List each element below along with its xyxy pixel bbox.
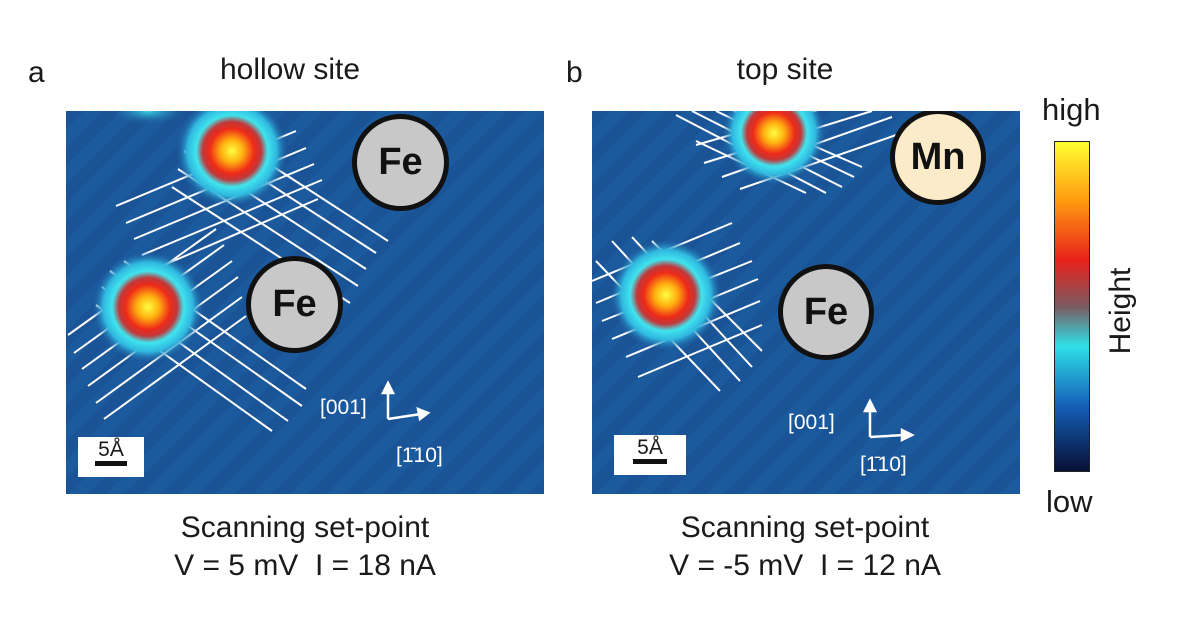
panel-b-caption-line1: Scanning set-point — [680, 511, 930, 544]
colorbar — [1054, 141, 1090, 472]
scale-bar: 5Å — [78, 437, 144, 477]
edge-blob — [108, 111, 188, 125]
scale-bar: 5Å — [614, 435, 686, 475]
panel-a-letter: a — [28, 56, 45, 89]
direction-label-110: [1̄10] — [396, 444, 443, 467]
adatom-upper — [176, 111, 288, 207]
panel-a-stm-image: Fe Fe [001] [1̄10] 5Å — [66, 111, 544, 494]
colorbar-axis-label: Height — [1104, 267, 1137, 355]
panel-a-title: hollow site — [219, 53, 361, 86]
scale-bar-label: 5Å — [637, 436, 663, 459]
direction-label-110: [1̄10] — [860, 453, 907, 476]
panel-b-stm-image: Mn Fe [001] [1̄10] 5Å — [592, 111, 1020, 494]
adatom-lower — [610, 239, 722, 351]
panel-a-caption-line1: Scanning set-point — [180, 511, 430, 544]
adatom-lower — [92, 251, 204, 363]
panel-a-caption-line2: V = 5 mV I = 18 nA — [174, 549, 436, 582]
panel-b-title: top site — [736, 53, 834, 86]
atom-label-mn: Mn — [890, 111, 986, 205]
colorbar-high-label: high — [1042, 92, 1101, 127]
colorbar-low-label: low — [1046, 484, 1093, 519]
panel-b-letter: b — [566, 56, 583, 89]
atom-label-fe: Fe — [778, 264, 874, 360]
scale-bar-line — [633, 459, 667, 464]
scale-bar-label: 5Å — [98, 438, 124, 461]
direction-arrows — [380, 380, 431, 422]
adatom-upper — [722, 111, 826, 185]
atom-label-fe-2: Fe — [246, 256, 343, 353]
scale-bar-line — [95, 461, 127, 466]
direction-label-001: [001] — [320, 396, 367, 419]
direction-label-001: [001] — [788, 411, 835, 434]
direction-arrows — [862, 398, 915, 443]
atom-label-fe-1: Fe — [352, 114, 449, 211]
panel-b-caption-line2: V = -5 mV I = 12 nA — [669, 549, 941, 582]
